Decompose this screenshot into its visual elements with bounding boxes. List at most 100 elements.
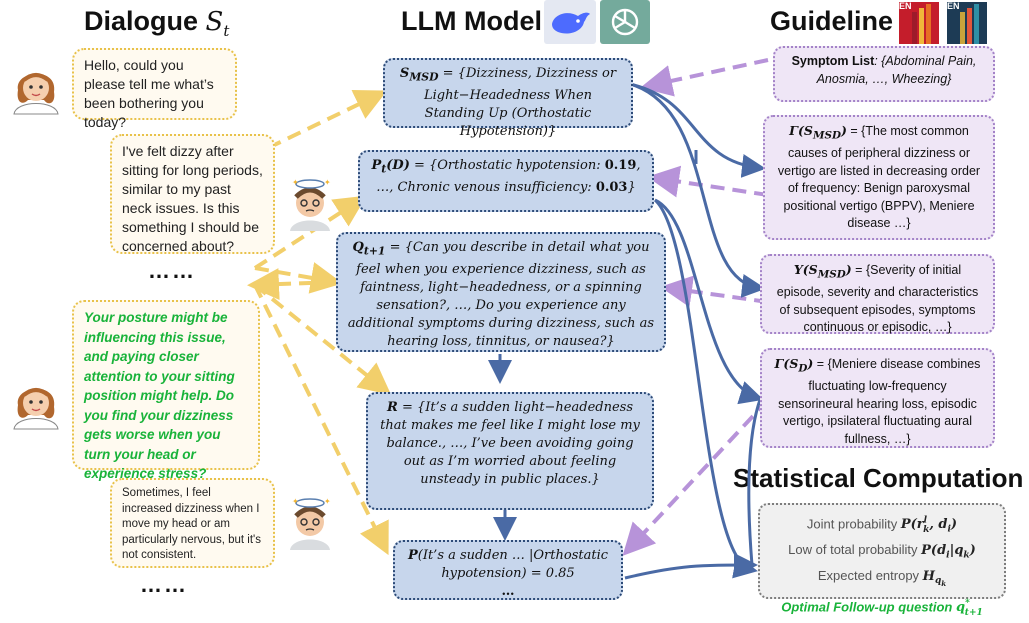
gamma-sd-sub: D bbox=[798, 362, 808, 375]
stats-line-total: Low of total probability P(di|qk) bbox=[766, 540, 998, 566]
y-smsd-close: ) bbox=[845, 262, 852, 277]
prob-label: P bbox=[407, 548, 418, 563]
stats-total-math: P(di|qk) bbox=[921, 542, 976, 561]
r-label: R bbox=[387, 400, 398, 415]
gamma-smsd-label: Γ(S bbox=[789, 123, 813, 138]
smsd-label: S bbox=[399, 66, 410, 81]
blue-arrow-prob-to-stats bbox=[624, 553, 758, 580]
stats-entropy-math-base: H bbox=[922, 568, 935, 584]
stats-total-text: Low of total probability bbox=[788, 541, 922, 557]
stats-joint-sub2: i bbox=[947, 524, 951, 535]
r-text: = {It’s a sudden light−headedness that m… bbox=[380, 400, 640, 487]
dialogue-symbol-sub: t bbox=[223, 22, 230, 41]
q-text: = {Can you describe in detail what you f… bbox=[347, 240, 655, 349]
doctor-bubble-1: Hello, could you please tell me what’s b… bbox=[72, 48, 237, 130]
doctor-icon bbox=[13, 388, 59, 430]
pt-sub: t bbox=[381, 162, 387, 176]
gamma-smsd-sub: MSD bbox=[812, 129, 842, 142]
patient-avatar-1: ✦ ✦ bbox=[282, 173, 338, 231]
doctor-avatar-1 bbox=[8, 60, 64, 116]
gamma-smsd-text: = {The most common causes of peripheral … bbox=[777, 124, 981, 230]
guideline-book-2: EN bbox=[945, 0, 989, 44]
yellow-arrow-3 bbox=[254, 262, 343, 294]
dialogue-title-text: Dialogue bbox=[84, 6, 199, 36]
y-smsd-symbol: Y(SMSD) bbox=[793, 262, 852, 281]
pt-box: Pt(D) = {Orthostatic hypotension: 0.19, … bbox=[358, 150, 654, 212]
stats-total-sub: i bbox=[946, 550, 950, 561]
pt-arg: (D) bbox=[386, 158, 410, 173]
y-smsd-text: = {Severity of initial episode, severity… bbox=[776, 263, 979, 334]
gamma-smsd-symbol: Γ(SMSD) bbox=[789, 123, 847, 142]
stats-box: Joint probability P(rlk, di) Low of tota… bbox=[758, 503, 1006, 618]
stats-optimal-math: q*t+1 bbox=[955, 599, 983, 618]
deepseek-logo bbox=[544, 0, 596, 44]
stats-joint-math-base: P(r bbox=[900, 517, 924, 533]
svg-text:✦: ✦ bbox=[292, 497, 299, 506]
stats-line-entropy: Expected entropy Hqk bbox=[766, 566, 998, 594]
stats-joint-end: , d bbox=[929, 517, 948, 533]
stats-entropy-math: Hqk bbox=[922, 568, 946, 588]
blue-arrow-s-to-gamma bbox=[629, 82, 766, 178]
stats-line-joint: Joint probability P(rlk, di) bbox=[766, 511, 998, 540]
q-box: Qt+1 = {Can you describe in detail what … bbox=[336, 232, 666, 352]
blue-arrow-p-to-gd bbox=[654, 198, 764, 405]
pt-value-1: 0.19 bbox=[604, 158, 637, 173]
dialogue-title: Dialogue St bbox=[84, 6, 229, 40]
doctor-bubble-2-text: Your posture might be influencing this i… bbox=[84, 310, 235, 481]
gamma-sd-label: Γ(S bbox=[774, 356, 799, 371]
patient-bubble-1: I've felt dizzy after sitting for long p… bbox=[110, 134, 275, 254]
doctor-bubble-2: Your posture might be influencing this i… bbox=[72, 300, 260, 481]
book-icon bbox=[947, 2, 987, 44]
llm-title: LLM Model bbox=[401, 6, 542, 36]
patient-avatar-2: ✦ ✦ bbox=[282, 492, 338, 550]
dialogue-ellipsis-1: …… bbox=[148, 258, 196, 283]
guideline-title: Guideline bbox=[770, 6, 894, 36]
q-sub: t+1 bbox=[363, 244, 386, 258]
dizzy-patient-icon: ✦ ✦ bbox=[290, 178, 331, 231]
smsd-symbol: SMSD bbox=[399, 66, 439, 84]
gamma-smsd-box: Γ(SMSD) = {The most common causes of per… bbox=[763, 115, 995, 240]
patient-bubble-1-text: I've felt dizzy after sitting for long p… bbox=[122, 143, 263, 254]
smsd-sub: MSD bbox=[409, 70, 439, 84]
stats-total-close: ) bbox=[969, 542, 976, 558]
symptom-list-label: Symptom List bbox=[791, 54, 875, 68]
prob-dots: … bbox=[501, 584, 515, 599]
gamma-sd-text: = {Meniere disease combines fluctuating … bbox=[778, 357, 981, 446]
symptom-list-text: : {Abdominal Pain, Anosmia, …, Wheezing} bbox=[816, 54, 977, 86]
purple-arrow-1 bbox=[640, 58, 769, 97]
stats-optimal-math-base: q bbox=[955, 600, 966, 616]
pt-symbol: Pt(D) bbox=[371, 158, 410, 176]
stats-entropy-sub-q: q bbox=[934, 576, 942, 587]
yellow-arrow-1 bbox=[267, 90, 388, 150]
patient-bubble-2-text: Sometimes, I feel increased dizziness wh… bbox=[122, 487, 261, 561]
q-label: Q bbox=[352, 240, 364, 255]
svg-text:✦: ✦ bbox=[324, 497, 331, 506]
gamma-sd-box: Γ(SD) = {Meniere disease combines fluctu… bbox=[760, 348, 995, 448]
yellow-arrow-5 bbox=[253, 283, 392, 396]
pt-label: P bbox=[371, 158, 382, 173]
blue-arrow-s-to-y bbox=[629, 82, 766, 298]
stats-joint-text: Joint probability bbox=[806, 516, 901, 532]
stats-joint-close: ) bbox=[950, 517, 958, 533]
doctor-bubble-1-text: Hello, could you please tell me what’s b… bbox=[84, 57, 214, 130]
y-smsd-label: Y(S bbox=[793, 262, 818, 277]
whale-icon bbox=[552, 12, 590, 34]
stats-joint-math: P(rlk, di) bbox=[900, 516, 958, 535]
patient-bubble-2: Sometimes, I feel increased dizziness wh… bbox=[110, 478, 275, 568]
stats-entropy-text: Expected entropy bbox=[817, 567, 923, 583]
y-smsd-box: Y(SMSD) = {Severity of initial episode, … bbox=[760, 254, 995, 334]
dialogue-title-symbol: St bbox=[206, 7, 230, 41]
prob-text: (It’s a sudden … |Orthostatic hypotensio… bbox=[417, 548, 609, 581]
stats-title: Statistical Computation bbox=[733, 463, 1024, 493]
book-1-tag: EN bbox=[899, 1, 912, 11]
smsd-box: SMSD = {Dizziness, Dizziness or Light−He… bbox=[383, 58, 633, 139]
y-smsd-sub: MSD bbox=[817, 268, 846, 281]
purple-arrow-2 bbox=[647, 165, 769, 198]
r-box: R = {It’s a sudden light−headedness that… bbox=[366, 392, 654, 510]
prob-box: P(It’s a sudden … |Orthostatic hypotensi… bbox=[393, 540, 623, 600]
arrow-layer bbox=[247, 58, 772, 580]
yellow-arrow-4 bbox=[247, 268, 336, 301]
pt-value-2: 0.03 bbox=[595, 179, 628, 195]
stats-line-optimal: Optimal Follow-up question q*t+1 bbox=[766, 594, 998, 623]
purple-arrow-4 bbox=[622, 398, 770, 556]
